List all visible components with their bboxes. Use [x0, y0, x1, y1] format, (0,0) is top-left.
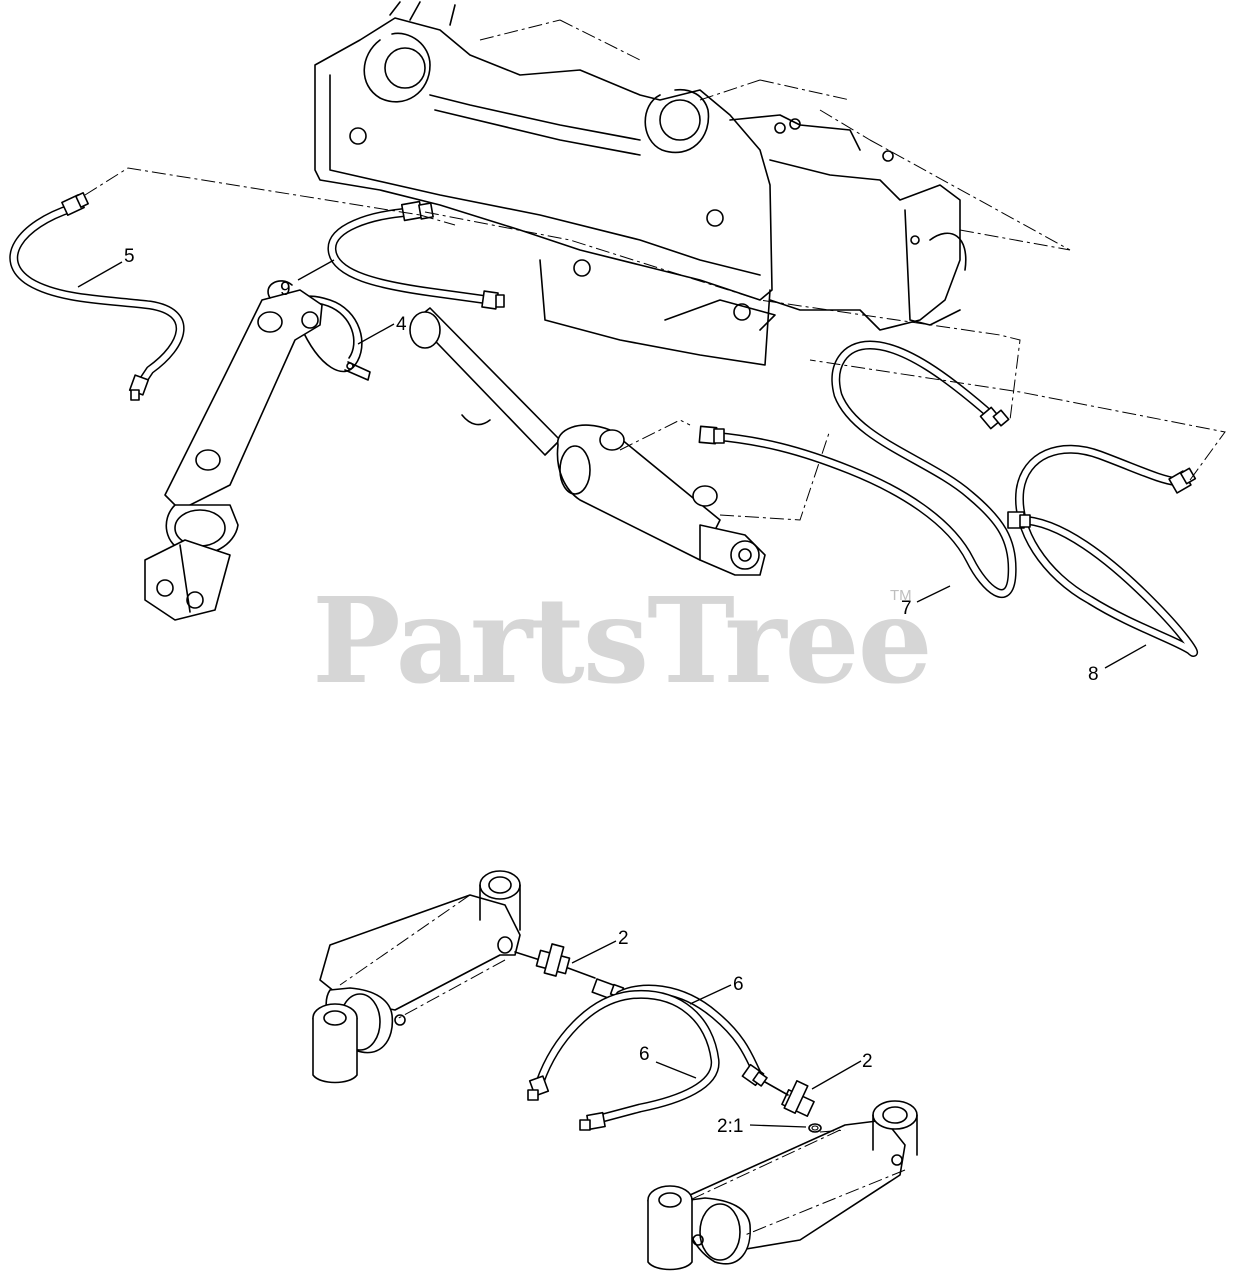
watermark-brand: PartsTree — [312, 571, 931, 710]
hose-6-right[interactable] — [615, 984, 768, 1087]
callout-2-bottom[interactable]: 2 — [862, 1051, 873, 1072]
callout-9[interactable]: 9 — [280, 279, 291, 300]
hose-8[interactable] — [1007, 444, 1199, 657]
leader-lines — [77, 259, 1147, 1128]
tee-fitting-2-bottom[interactable] — [764, 1080, 815, 1117]
callout-2-1[interactable]: 2:1 — [717, 1116, 743, 1137]
tee-fitting-2-top[interactable] — [514, 943, 596, 979]
loader-frame — [314, 1, 1071, 366]
callout-7[interactable]: 7 — [901, 598, 912, 619]
callout-5[interactable]: 5 — [124, 246, 135, 267]
hose-6-left[interactable] — [527, 989, 720, 1131]
partstree-watermark: PartsTree TM — [312, 571, 933, 710]
hose-5[interactable] — [9, 192, 185, 401]
callout-2-top[interactable]: 2 — [618, 928, 629, 949]
watermark-trademark: TM — [890, 587, 912, 604]
hose-7[interactable] — [698, 340, 1017, 598]
callout-4[interactable]: 4 — [396, 314, 407, 335]
callout-labels: 5 9 4 7 8 2 6 6 2 2:1 — [124, 246, 1099, 1137]
cylinder-center[interactable] — [409, 307, 831, 576]
cylinder-bottom-left[interactable] — [312, 870, 521, 1084]
dash-connectors-top — [84, 167, 1226, 481]
cylinder-left[interactable] — [144, 280, 323, 621]
cylinder-bottom-right[interactable] — [647, 1100, 918, 1271]
callout-6-left[interactable]: 6 — [639, 1044, 650, 1065]
o-ring-2-1[interactable] — [808, 1123, 822, 1133]
hose-9[interactable] — [327, 200, 505, 310]
callout-6-right[interactable]: 6 — [733, 974, 744, 995]
callout-8[interactable]: 8 — [1088, 664, 1099, 685]
